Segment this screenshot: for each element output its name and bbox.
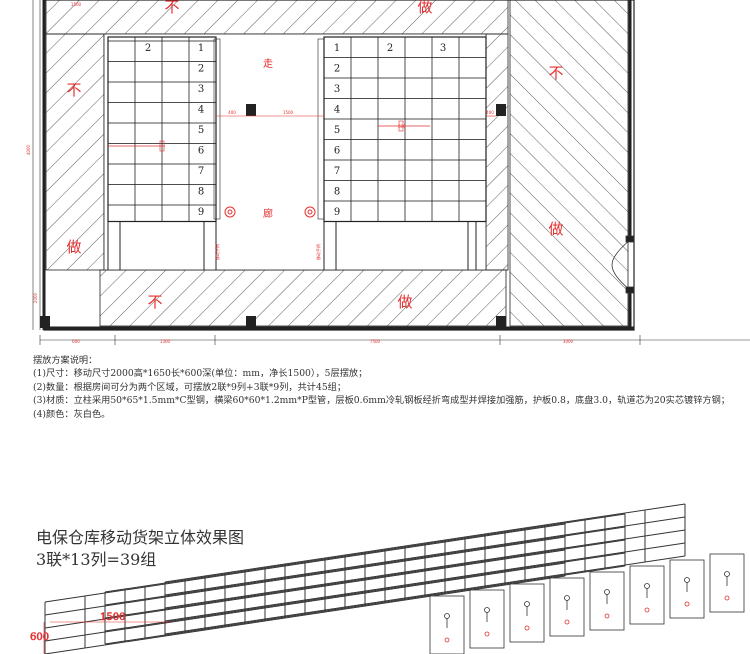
rack-number: 1	[198, 43, 204, 54]
rack-number: 1	[334, 43, 340, 54]
rack-number: 2	[334, 64, 340, 75]
rack-number: 6	[334, 146, 340, 157]
lock-icon	[444, 637, 450, 643]
dim-text: 600	[72, 339, 80, 344]
dim-text: 400	[486, 110, 494, 115]
lock-icon	[684, 601, 690, 607]
rack-number: 8	[198, 187, 204, 198]
lock-icon	[644, 607, 650, 613]
dim-3d: 1500 600	[30, 612, 170, 654]
rack-number: 7	[198, 166, 204, 177]
area-label: 不	[147, 293, 162, 311]
lock-icon	[484, 631, 490, 637]
rack-number: 3	[334, 84, 340, 95]
rack-number: 9	[334, 207, 340, 218]
layout-notes: 摆放方案说明： (1)尺寸：移动尺寸2000高*1650长*600深(单位：mm…	[33, 354, 748, 421]
rack-number: 2	[198, 64, 204, 75]
rack-block-left: 移动手柄	[107, 36, 221, 270]
door	[611, 235, 635, 294]
lock-icon	[724, 595, 730, 601]
rack-beam	[104, 565, 626, 645]
rack-number: 6	[198, 146, 204, 157]
handle-symbols	[224, 206, 316, 218]
rack-number: 7	[334, 166, 340, 177]
rack-number: 4	[334, 105, 340, 116]
rack-end-panel	[549, 577, 585, 637]
notes-line-2: (2)数量：根据房间可分为两个区域，可摆放2联*9列+3联*9列，共计45组；	[33, 381, 347, 393]
dim-text: 400	[228, 110, 236, 115]
rack-number: 5	[198, 125, 204, 136]
area-label: 不	[66, 81, 81, 99]
dim-3d-length: 1500	[100, 612, 125, 623]
rack-number: 4	[198, 105, 204, 116]
dim-text: 4000	[26, 144, 31, 155]
rack-number: 9	[198, 207, 204, 218]
rack-number: 8	[334, 187, 340, 198]
area-labels: 不做不不做做不做走廊	[66, 0, 563, 311]
lock-icon	[524, 625, 530, 631]
handle-label-right: 移动手柄	[315, 244, 321, 260]
notes-line-3: (3)材质：立柱采用50*65*1.5mm*C型钢，横梁60*60*1.2mm*…	[33, 395, 730, 407]
rack-beam	[44, 575, 566, 654]
dimension-texts: 1500 4000 2000 600 1300 7500 3000 400 1500 400 600	[26, 2, 574, 344]
dim-3d-depth: 600	[30, 632, 49, 643]
rack-block-right: 移动手柄	[315, 36, 487, 270]
dim-text: 1500	[71, 2, 82, 7]
rack-beam	[164, 555, 686, 635]
rack-number: 2	[145, 43, 151, 54]
area-label: 做	[397, 293, 412, 311]
dimension-lines	[32, 0, 750, 345]
area-label: 做	[66, 238, 81, 256]
dim-text: 1300	[160, 339, 171, 344]
area-label: 做	[417, 0, 432, 16]
view3d-title: 电保仓库移动货架立体效果图	[36, 528, 245, 547]
dim-text: 7500	[370, 339, 381, 344]
notes-line-4: (4)颜色：灰白色。	[33, 408, 111, 420]
rack-numbers: 2 1 2 3 4 5 6 7 8 9 2 3 1 2 3 4 5 6 7 8 9	[145, 43, 446, 218]
rack-beam	[164, 516, 686, 596]
rack-number: 5	[334, 125, 340, 136]
notes-heading: 摆放方案说明：	[33, 355, 98, 366]
notes-line-1: (1)尺寸：移动尺寸2000高*1650长*600深(单位：mm，净长1500）…	[33, 368, 368, 380]
aisle-label: 廊	[263, 207, 273, 220]
rack-beam	[164, 529, 686, 609]
dim-text: 2000	[33, 292, 38, 303]
area-label: 不	[548, 64, 563, 82]
dim-text: 1500	[283, 110, 294, 115]
rack-end-panel	[509, 583, 545, 643]
dim-text: 3000	[563, 339, 574, 344]
rack-number: 3	[198, 84, 204, 95]
rack-beam	[164, 542, 686, 622]
lock-icon	[604, 613, 610, 619]
shelf-3d-view: 1500 600	[30, 503, 745, 654]
rack-number: 2	[387, 43, 393, 54]
dim-text: 600	[398, 124, 406, 129]
area-label: 做	[548, 220, 563, 238]
handle-label-left: 移动手柄	[214, 244, 220, 260]
aisle-label: 走	[263, 58, 273, 70]
view3d-subtitle: 3联*13列=39组	[36, 550, 157, 569]
lock-icon	[564, 619, 570, 625]
pillars	[40, 104, 506, 328]
rack-beam	[164, 503, 686, 583]
hatched-zones	[45, 0, 629, 327]
area-label: 不	[164, 0, 179, 16]
rack-number: 3	[440, 43, 446, 54]
